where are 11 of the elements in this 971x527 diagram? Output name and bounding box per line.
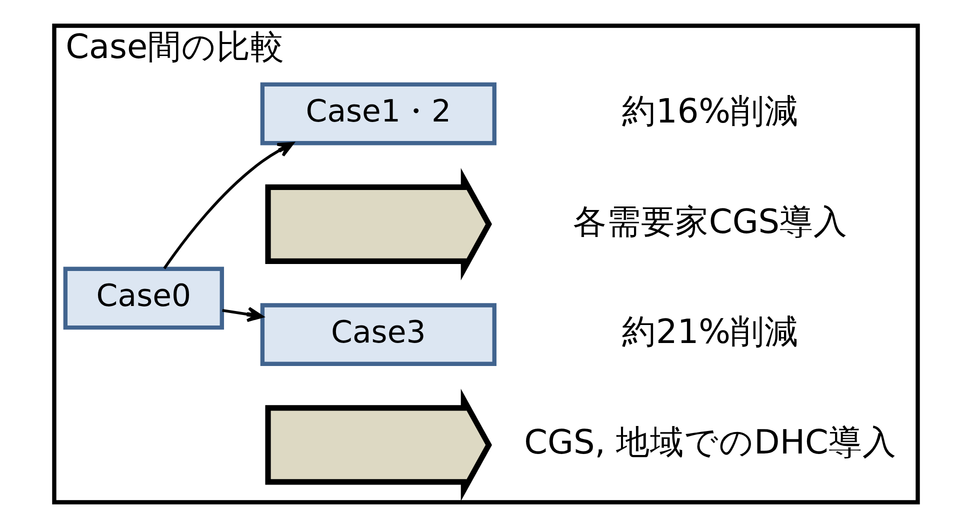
- arrow: [162, 142, 294, 269]
- label: 各需要家CGS導入: [572, 201, 848, 240]
- node-box: Case1・2: [260, 82, 496, 145]
- node-box: Case0: [62, 266, 224, 330]
- node-label: 約16%削減: [622, 90, 798, 130]
- node-label: 約21%削減: [622, 312, 798, 351]
- label: CGS, 地域でのDHC導入: [524, 422, 896, 462]
- arrow: [222, 306, 263, 322]
- node-box: Case3: [260, 302, 496, 366]
- node-arrow: [264, 167, 492, 280]
- node-arrow: [264, 388, 492, 501]
